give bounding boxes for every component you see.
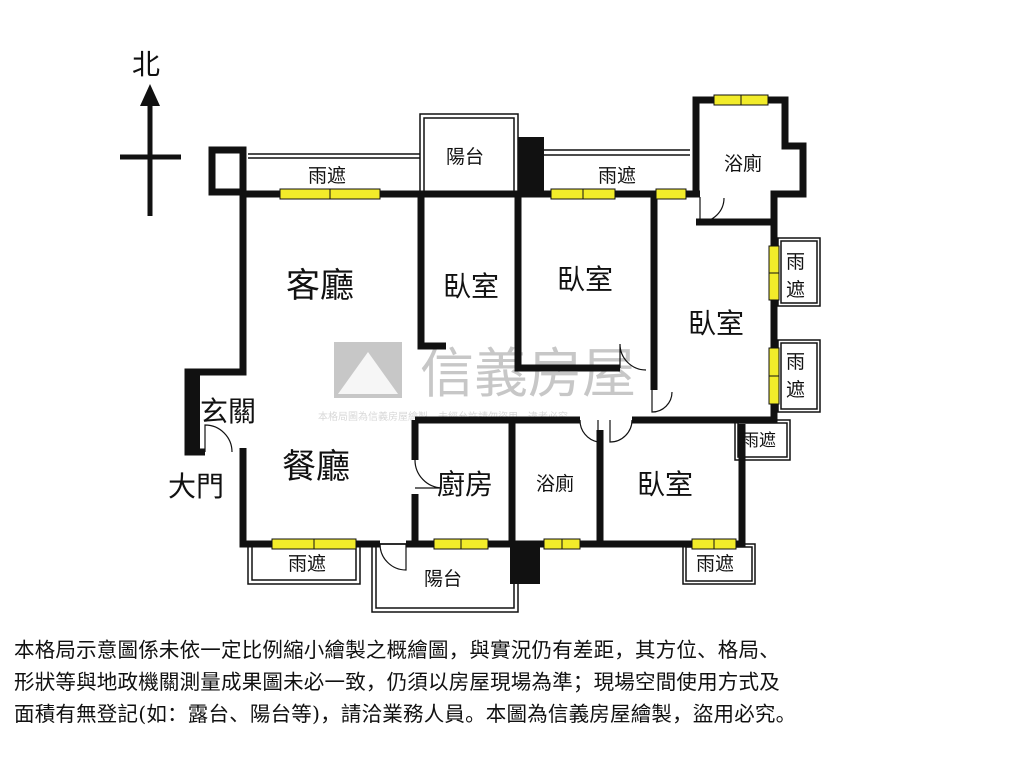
balcony-sliding-door [424, 191, 516, 197]
label-kitchen: 廚房 [437, 468, 493, 501]
floor-plan: 信義房屋 本格局圖為信義房屋繪製，未經允許請勿盜用，違者必究 北 [120, 48, 821, 613]
watermark-brand: 信義房屋 [420, 342, 636, 405]
label-canopy-right-lower-2: 遮 [786, 379, 805, 401]
label-canopy-bottom-left: 雨遮 [288, 553, 326, 575]
label-bedroom-2: 臥室 [557, 263, 613, 296]
label-balcony-bottom: 陽台 [424, 568, 462, 590]
disclaimer-line-1: 本格局示意圖係未依一定比例縮小繪製之概繪圖，與實況仍有差距，其方位、格局、 [14, 638, 780, 662]
label-living-room: 客廳 [286, 266, 354, 306]
compass: 北 [120, 48, 181, 216]
label-balcony-top: 陽台 [446, 146, 484, 168]
window-mullions [313, 95, 779, 549]
label-bedroom-1: 臥室 [443, 270, 499, 303]
label-bedroom-4: 臥室 [637, 468, 693, 501]
door-swings [204, 197, 725, 571]
watermark-logo-icon [334, 342, 402, 398]
label-canopy-top-middle: 雨遮 [598, 165, 636, 187]
label-canopy-right-mid: 雨遮 [742, 431, 776, 451]
label-canopy-right-lower-1: 雨 [786, 351, 805, 373]
pillars [188, 137, 544, 584]
north-arrow-icon [140, 84, 160, 106]
main-door-icon [204, 424, 233, 453]
label-bedroom-3: 臥室 [688, 307, 744, 340]
label-entrance: 玄關 [200, 395, 256, 428]
watermark: 信義房屋 本格局圖為信義房屋繪製，未經允許請勿盜用，違者必究 [318, 342, 636, 423]
label-canopy-right-upper-1: 雨 [786, 251, 805, 273]
label-bathroom-2: 浴廁 [536, 472, 574, 495]
label-main-door: 大門 [168, 470, 224, 503]
label-bathroom-1: 浴廁 [724, 152, 762, 175]
disclaimer-line-3: 面積有無登記(如：露台、陽台等)，請洽業務人員。本圖為信義房屋繪製，盜用必究。 [14, 702, 797, 726]
label-canopy-bottom-right: 雨遮 [696, 553, 734, 575]
label-dining-room: 餐廳 [282, 447, 350, 487]
disclaimer-line-2: 形狀等與地政機關測量成果圖未必一致，仍須以房屋現場為準；現場空間使用方式及 [14, 670, 780, 694]
compass-label: 北 [132, 48, 160, 81]
label-canopy-top-left: 雨遮 [308, 165, 346, 187]
disclaimer-text: 本格局示意圖係未依一定比例縮小繪製之概繪圖，與實況仍有差距，其方位、格局、 形狀… [14, 634, 1014, 730]
label-canopy-right-upper-2: 遮 [786, 279, 805, 301]
